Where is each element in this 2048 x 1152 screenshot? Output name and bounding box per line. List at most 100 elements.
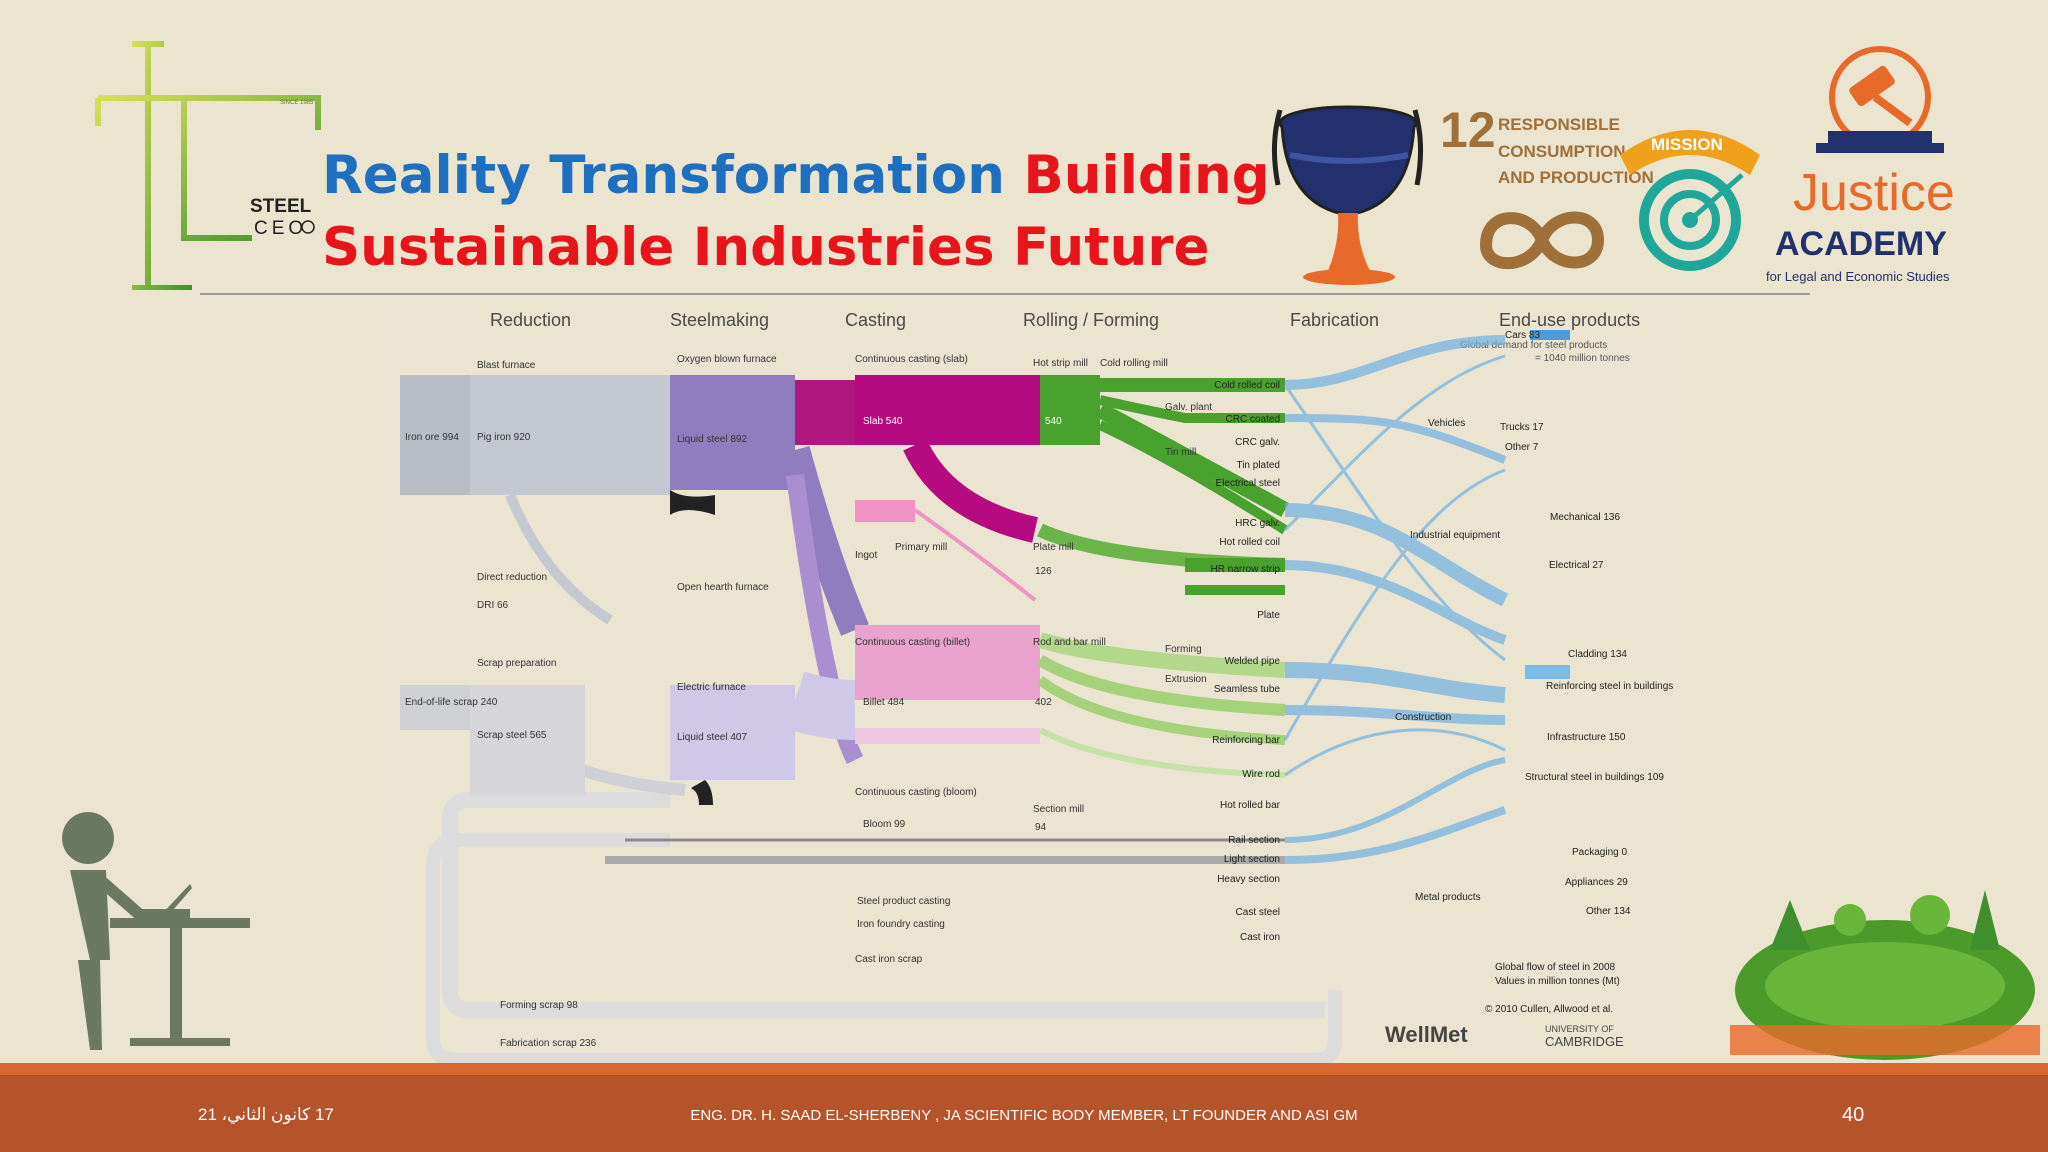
svg-text:12: 12 (1440, 102, 1496, 158)
label-extrusion: Extrusion (1165, 674, 1207, 685)
product-label: Tin plated (1236, 460, 1280, 471)
product-label: Heavy section (1217, 874, 1280, 885)
label-direct-reduction: Direct reduction (477, 572, 547, 583)
product-label: Plate (1257, 610, 1280, 621)
label-billet: Billet 484 (863, 697, 905, 708)
global-demand-value: = 1040 million tonnes (1535, 353, 1630, 364)
steel-ceo-logo: SINCE 1985 STEEL CEO (95, 41, 321, 290)
title-line2: Sustainable Industries Future (322, 217, 1210, 278)
ladle-icon (1271, 105, 1424, 285)
label-plate-mill: Plate mill (1033, 542, 1074, 553)
end-use-label: Vehicles (1428, 418, 1465, 429)
svg-text:RESPONSIBLE: RESPONSIBLE (1498, 115, 1620, 134)
label-126: 126 (1035, 566, 1052, 577)
product-label: Rail section (1228, 835, 1280, 846)
label-rod-bar: Rod and bar mill (1033, 637, 1106, 648)
svg-text:CONSUMPTION: CONSUMPTION (1498, 142, 1626, 161)
label-forming-scrap: Forming scrap 98 (500, 1000, 578, 1011)
stage-steelmaking: Steelmaking (670, 310, 769, 330)
label-forming: Forming (1165, 644, 1202, 655)
label-iron-fc: Iron foundry casting (857, 919, 945, 930)
label-402: 402 (1035, 697, 1052, 708)
svg-text:SINCE 1985: SINCE 1985 (280, 100, 314, 106)
product-label: Cast steel (1236, 907, 1280, 918)
end-use-label: Other 7 (1505, 442, 1539, 453)
product-label: Light section (1224, 854, 1280, 865)
top-right-logos: 12 RESPONSIBLE CONSUMPTION AND PRODUCTIO… (1271, 46, 1955, 285)
end-use-label: Cars 83 (1505, 330, 1540, 341)
label-blast-furnace: Blast furnace (477, 360, 536, 371)
label-ohf: Open hearth furnace (677, 582, 769, 593)
label-cc-slab: Continuous casting (slab) (855, 354, 968, 365)
end-use-label: Infrastructure 150 (1547, 732, 1626, 743)
label-slab: Slab 540 (863, 416, 903, 427)
label-hot-strip: Hot strip mill (1033, 358, 1088, 369)
caption-line1: Global flow of steel in 2008 (1495, 962, 1616, 973)
label-cc-billet: Continuous casting (billet) (855, 637, 970, 648)
person-at-laptop-illustration (62, 812, 250, 1050)
label-94: 94 (1035, 822, 1047, 833)
label-fab-scrap: Fabrication scrap 236 (500, 1038, 597, 1049)
label-iron-ore: Iron ore 994 (405, 432, 459, 443)
stage-end-use: End-use products (1499, 310, 1640, 330)
copyright: © 2010 Cullen, Allwood et al. (1485, 1004, 1613, 1015)
product-label: CRC coated (1226, 414, 1280, 425)
end-use-label: Appliances 29 (1565, 877, 1628, 888)
svg-text:MISSION: MISSION (1651, 135, 1723, 154)
label-ingot: Ingot (855, 550, 877, 561)
product-label: Cold rolled coil (1214, 380, 1280, 391)
label-liquid-steel-2: Liquid steel 407 (677, 732, 747, 743)
product-label: Electrical steel (1216, 478, 1280, 489)
end-use-label: Reinforcing steel in buildings 180 (1546, 681, 1675, 692)
label-pig-iron: Pig iron 920 (477, 432, 531, 443)
product-label: Hot rolled bar (1220, 800, 1281, 811)
green-earth-illustration (1730, 890, 2040, 1060)
svg-text:Justice: Justice (1793, 164, 1955, 222)
steel-flow-sankey-diagram: Reduction Steelmaking Casting Rolling / … (385, 300, 1675, 1070)
label-section-mill: Section mill (1033, 804, 1084, 815)
product-label: Reinforcing bar (1212, 735, 1280, 746)
end-use-label: Trucks 17 (1500, 422, 1544, 433)
stage-reduction: Reduction (490, 310, 571, 330)
label-scrap-steel: Scrap steel 565 (477, 730, 547, 741)
mission-logo: MISSION (1620, 130, 1760, 271)
label-primary-mill: Primary mill (895, 542, 947, 553)
label-galv-plant: Galv. plant (1165, 402, 1212, 413)
wellmet-logo: WellMet (1385, 1022, 1468, 1047)
stage-rolling: Rolling / Forming (1023, 310, 1159, 330)
product-label: Hot rolled coil (1219, 537, 1280, 548)
end-use-label: Packaging 0 (1572, 847, 1627, 858)
end-use-label: Industrial equipment (1410, 530, 1500, 541)
end-use-label: Metal products (1415, 892, 1481, 903)
label-scrap-prep: Scrap preparation (477, 658, 557, 669)
label-dri: DRI 66 (477, 600, 509, 611)
product-label: Cast iron (1240, 932, 1280, 943)
end-use-label: Structural steel in buildings 109 (1525, 772, 1664, 783)
product-label: HR narrow strip (1211, 564, 1281, 575)
label-bof: Oxygen blown furnace (677, 354, 777, 365)
footer-author: ENG. DR. H. SAAD EL-SHERBENY , JA SCIENT… (690, 1107, 1358, 1124)
label-cc-bloom: Continuous casting (bloom) (855, 787, 977, 798)
end-use-label: Construction (1395, 712, 1451, 723)
label-liquid-steel-1: Liquid steel 892 (677, 434, 747, 445)
title-line1-red: Building (1023, 145, 1270, 206)
svg-text:for Legal and Economic Studies: for Legal and Economic Studies (1766, 269, 1950, 284)
svg-text:CEO: CEO (254, 218, 307, 239)
slide-title: Reality Transformation Building Sustaina… (322, 140, 1270, 284)
product-label: HRC galv. (1235, 518, 1280, 529)
product-label: Wire rod (1242, 769, 1280, 780)
page-number: 40 (1842, 1104, 1865, 1126)
title-divider (200, 293, 1810, 295)
label-cast-iron-scrap: Cast iron scrap (855, 954, 923, 965)
label-cold-roll: Cold rolling mill (1100, 358, 1168, 369)
stage-fabrication: Fabrication (1290, 310, 1379, 330)
label-tin-mill: Tin mill (1165, 447, 1196, 458)
stage-casting: Casting (845, 310, 906, 330)
svg-text:ACADEMY: ACADEMY (1775, 225, 1947, 263)
title-line1-blue: Reality Transformation (322, 145, 1024, 206)
global-demand: Global demand for steel products (1460, 340, 1607, 351)
product-label: Seamless tube (1214, 684, 1281, 695)
end-use-label: Electrical 27 (1549, 560, 1604, 571)
end-use-label: Other 134 (1586, 906, 1631, 917)
label-eaf: Electric furnace (677, 682, 746, 693)
